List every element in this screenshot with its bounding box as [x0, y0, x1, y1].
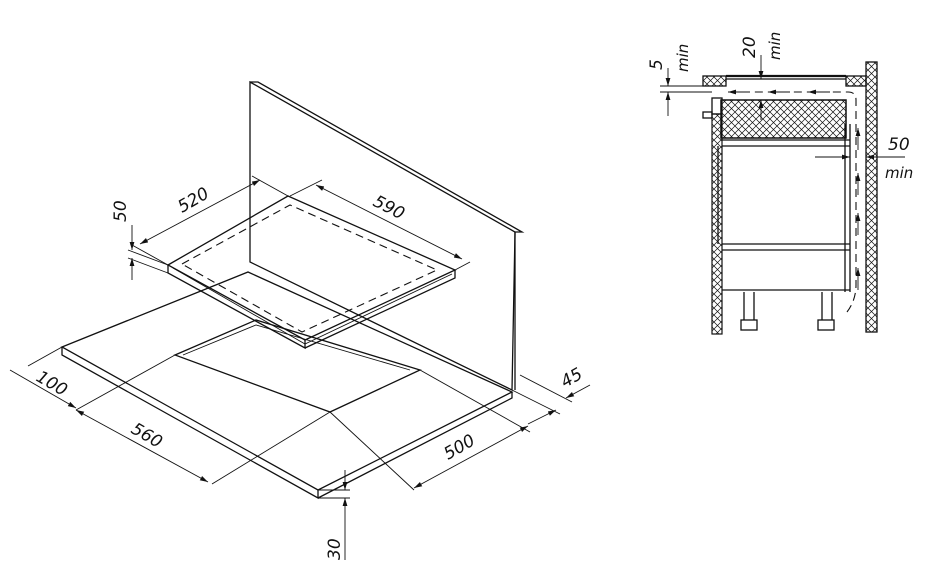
dim-45-label: 45: [558, 364, 587, 392]
dim-560-label: 560: [128, 419, 166, 453]
dim-5-unit: min: [674, 44, 692, 72]
wall-section: [865, 61, 878, 333]
dim-hob-depth: 520: [131, 175, 289, 266]
dim-30-label: 30: [325, 538, 345, 560]
hob-isometric-diagram: 520 590 50 100 560: [9, 80, 591, 560]
dim-50-label: 50: [111, 200, 131, 222]
cabinet-body: [717, 124, 851, 292]
dim-20-label: 20: [740, 36, 760, 58]
cabinet-legs: [740, 292, 835, 331]
dim-hob-height: 50: [111, 200, 169, 280]
dim-wall-50-unit: min: [885, 164, 913, 182]
back-wall-panel: [249, 80, 525, 392]
dim-500-label: 500: [441, 431, 479, 465]
dim-hob-width: 590: [289, 179, 471, 271]
cabinet-left-side: [711, 113, 723, 335]
dim-cutout-depth: 500: [329, 369, 531, 491]
dim-top-gap: 5 min: [647, 44, 712, 116]
dim-cutout-width: 560: [75, 409, 331, 485]
hob-section: [720, 99, 847, 139]
cabinet-section-diagram: 5 min 20 min 50 min: [647, 32, 913, 335]
airflow-path: [728, 89, 861, 313]
hob-appliance: [166, 195, 457, 350]
dim-5-label: 5: [647, 59, 667, 70]
dim-rear-offset: 45: [511, 364, 591, 425]
dim-wall-gap: 50 min: [815, 135, 913, 182]
worktop-left-section: [702, 75, 727, 87]
dim-front-offset: 100: [9, 346, 176, 411]
dim-worktop-thickness: 30: [318, 470, 350, 560]
dim-100-label: 100: [33, 367, 71, 401]
dim-520-label: 520: [175, 184, 213, 218]
worktop: [60, 271, 514, 500]
worktop-right-section: [845, 75, 867, 87]
dim-wall-50-label: 50: [888, 135, 910, 155]
dim-20-unit: min: [766, 32, 784, 60]
dim-vent-gap: 20 min: [740, 32, 784, 120]
dim-590-label: 590: [370, 192, 408, 225]
